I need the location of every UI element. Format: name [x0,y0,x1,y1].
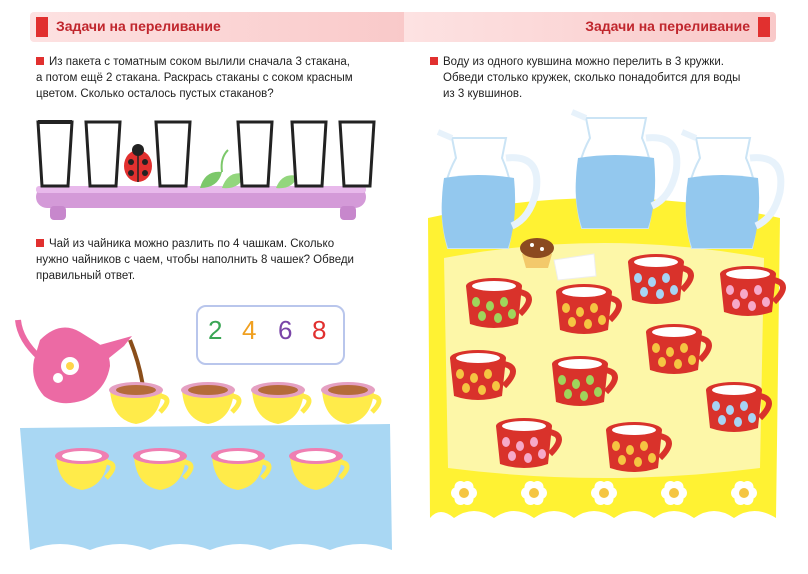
left-header: Задачи на переливание [30,12,404,42]
right-page: Задачи на переливание Воду из одного кув… [404,0,808,574]
task3-line1: Воду из одного кувшина можно перелить в … [443,56,724,68]
task-bullet [36,239,44,247]
answer-2[interactable]: 2 [208,315,223,345]
task2-line1: Чай из чайника можно разлить по 4 чашкам… [49,238,335,250]
answer-6[interactable]: 6 [278,315,293,345]
flower-icon [521,480,547,506]
left-header-title: Задачи на переливание [56,18,221,34]
glass-icon[interactable] [36,120,74,188]
answer-8[interactable]: 8 [312,315,327,345]
mug-icon[interactable] [556,284,622,334]
answer-4[interactable]: 4 [242,315,257,345]
mug-icon[interactable] [496,418,562,468]
teacup-icon[interactable] [289,448,350,490]
muffin-icon [520,238,554,268]
task1-line3: цветом. Сколько осталось пустых стаканов… [36,88,274,100]
flower-icon [591,480,617,506]
jug-icon[interactable] [436,129,541,249]
mug-icon[interactable] [628,254,694,304]
task-jugs: Воду из одного кувшина можно перелить в … [430,54,790,102]
flower-icon [661,480,687,506]
glass-icon[interactable] [290,120,328,188]
mug-icon[interactable] [646,324,712,374]
teacup-icon[interactable] [55,448,116,490]
teacup-icon[interactable] [321,382,382,424]
glass-icon[interactable] [84,120,122,188]
task1-line2: а потом ещё 2 стакана. Раскрась стаканы … [36,72,353,84]
answer-choices: 2 4 6 8 [196,305,345,365]
glass-icon[interactable] [154,120,192,188]
glass-icon[interactable] [236,120,274,188]
glasses-shelf [36,120,376,220]
glass-icon[interactable] [338,120,376,188]
mug-icon[interactable] [466,278,532,328]
jug-icon[interactable] [680,129,785,249]
right-header: Задачи на переливание [404,12,776,42]
mug-icon[interactable] [450,350,516,400]
task1-line1: Из пакета с томатным соком вылили сначал… [49,56,350,68]
right-header-title: Задачи на переливание [585,18,750,34]
task-bullet [36,57,44,65]
task3-line2: Обведи столько кружек, сколько понадобит… [443,72,741,84]
mug-icon[interactable] [606,422,672,472]
jugs-table-illustration [428,109,786,518]
task2-line3: правильный ответ. [36,270,136,282]
task3-line3: из 3 кувшинов. [443,88,523,100]
teacup-icon[interactable] [109,382,170,424]
leaf-icon [276,175,298,189]
teapot-icon [15,319,146,404]
header-marker [36,17,48,37]
task-teapot: Чай из чайника можно разлить по 4 чашкам… [36,236,396,284]
ladybug-icon [124,144,152,182]
jug-icon[interactable] [570,109,681,229]
task-bullet [430,57,438,65]
teacup-icon[interactable] [181,382,242,424]
task2-line2: нужно чайников с чаем, чтобы наполнить 8… [36,254,354,266]
task-tomato-juice: Из пакета с томатным соком вылили сначал… [36,54,396,102]
mug-icon[interactable] [706,382,772,432]
left-page: Задачи на переливание Из пакета с томатн… [15,12,404,550]
teacup-icon[interactable] [211,448,272,490]
leaf-icon [200,149,245,189]
mug-icon[interactable] [720,266,786,316]
flower-icon [451,480,477,506]
header-marker [758,17,770,37]
teacup-icon[interactable] [251,382,312,424]
tea-table-illustration [15,319,392,550]
mug-icon[interactable] [552,356,618,406]
flower-icon [731,480,757,506]
teacup-icon[interactable] [133,448,194,490]
